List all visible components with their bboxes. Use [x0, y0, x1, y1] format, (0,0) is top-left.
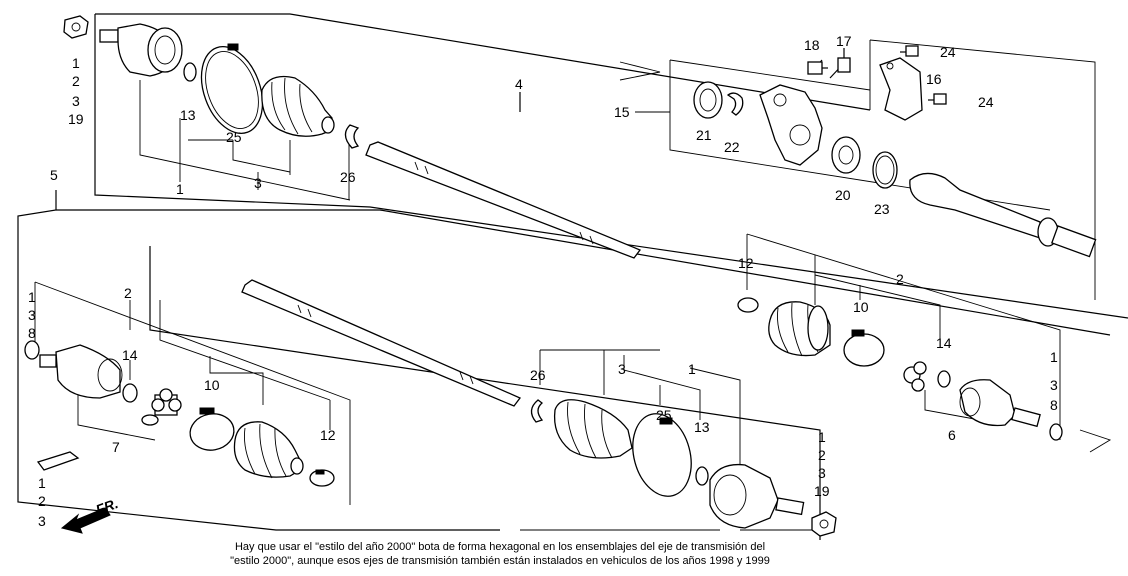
bolt-18: [807, 61, 828, 75]
upper-outer-cv-joint: [99, 23, 183, 77]
bolt-17: [837, 48, 851, 73]
callout-7: 7: [112, 439, 120, 455]
callout-19-lower-right: 19: [814, 483, 830, 499]
upper-boot-band-26: [344, 124, 360, 149]
boot-band-26-lower: [530, 399, 544, 423]
set-ring-14-right: [937, 370, 951, 388]
callout-19-upper-left: 19: [68, 111, 84, 127]
boot-band-12-right: [737, 297, 759, 313]
inboard-boot-right: [768, 301, 831, 357]
callout-16: 16: [926, 71, 942, 87]
bolt-24-lower: [928, 93, 947, 105]
callout-13-upper: 13: [180, 107, 196, 123]
callout-1-upper: 1: [176, 181, 184, 197]
callout-2-lower-right: 2: [818, 447, 826, 463]
callout-14-lower-left: 14: [122, 347, 138, 363]
callout-8-right: 8: [1050, 397, 1058, 413]
callout-3-lower-middle: 3: [618, 361, 626, 377]
boot-band-10-left: [189, 407, 235, 451]
callout-6: 6: [948, 427, 956, 443]
callout-2-upper-left: 2: [72, 73, 80, 89]
circlip-23: [872, 151, 898, 189]
callout-26-upper: 26: [340, 169, 356, 185]
callout-25-upper: 25: [226, 129, 242, 145]
callout-15: 15: [614, 104, 630, 120]
boot-band-12-left: [309, 469, 335, 487]
callout-12-right: 12: [738, 255, 754, 271]
intermediate-shaft: [909, 172, 1097, 258]
callout-3-upper: 3: [254, 175, 262, 191]
boot-band-10-right: [843, 329, 885, 367]
callout-24-lower: 24: [978, 94, 994, 110]
inboard-cv-joint-right: [959, 379, 1041, 428]
callout-1-right: 1: [1050, 349, 1058, 365]
upper-shaft: [365, 141, 642, 259]
bearing-cap-16: [879, 57, 923, 121]
callout-1-lower-right: 1: [818, 429, 826, 445]
callout-22: 22: [724, 139, 740, 155]
upper-circlip-13: [183, 62, 197, 82]
callout-3-right: 3: [1050, 377, 1058, 393]
callout-14-right: 14: [936, 335, 952, 351]
callout-21: 21: [696, 127, 712, 143]
bearing-seal-21: [693, 81, 723, 119]
leader-lines: [17, 13, 1128, 540]
upper-left-nut: [63, 15, 89, 39]
direction-arrow: [60, 507, 111, 534]
boot-band-25-lower: [632, 413, 692, 497]
callout-2-right: 2: [896, 271, 904, 287]
callout-20: 20: [835, 187, 851, 203]
bolt-24-upper: [900, 45, 919, 57]
callout-12-lower-left: 12: [320, 427, 336, 443]
circlip-22: [726, 92, 744, 116]
callout-26-lower: 26: [530, 367, 546, 383]
callout-8-lower-left: 8: [28, 325, 36, 341]
callout-1-lower-left: 1: [28, 289, 36, 305]
callout-17: 17: [836, 33, 852, 49]
callout-4: 4: [515, 76, 523, 92]
caption-line-2: "estilo 2000", aunque esos ejes de trans…: [230, 555, 770, 567]
callout-10-right: 10: [853, 299, 869, 315]
inboard-cv-joint-left: [39, 344, 123, 399]
lower-left-circlip-8: [24, 340, 40, 360]
callout-2-grease: 2: [38, 493, 46, 509]
outer-cv-joint-lower: [709, 463, 805, 529]
outer-boot-lower: [553, 399, 633, 459]
bearing-20: [831, 136, 861, 174]
callout-1-lower-middle: 1: [688, 361, 696, 377]
callout-3-lower-left: 3: [28, 307, 36, 323]
callout-18: 18: [804, 37, 820, 53]
callout-13-lower: 13: [694, 419, 710, 435]
diagram-caption: Hay que usar el "estilo del año 2000" bo…: [0, 540, 1000, 568]
callout-24-upper: 24: [940, 44, 956, 60]
upper-boot: [261, 75, 335, 137]
callout-25-lower: 25: [656, 407, 672, 423]
spider-joint-left: [141, 388, 182, 426]
direction-label: FR.: [94, 495, 121, 518]
callout-5: 5: [50, 167, 58, 183]
inboard-boot-left: [233, 421, 304, 479]
callout-3-grease: 3: [38, 513, 46, 529]
spider-joint-right: [903, 361, 927, 392]
callout-1-upper-left: 1: [72, 55, 80, 71]
grease-tube: [36, 451, 80, 471]
callout-1-grease: 1: [38, 475, 46, 491]
callout-23: 23: [874, 201, 890, 217]
spindle-nut-lower: [811, 511, 837, 537]
lower-shaft: [241, 279, 522, 407]
circlip-8-right: [1049, 423, 1063, 441]
callout-2-lower-left: 2: [124, 285, 132, 301]
callout-10-lower-left: 10: [204, 377, 220, 393]
circlip-13-lower: [695, 466, 709, 486]
callouts: 1 2 3 19 13 25 1 3 26 4 5 18 17 24 16 24…: [28, 33, 1058, 529]
upper-boot-band-25: [200, 43, 264, 135]
set-ring-14-left: [122, 383, 138, 403]
callout-3-upper-left: 3: [72, 93, 80, 109]
callout-3-lower-right: 3: [818, 465, 826, 481]
caption-line-1: Hay que usar el "estilo del año 2000" bo…: [234, 541, 766, 553]
